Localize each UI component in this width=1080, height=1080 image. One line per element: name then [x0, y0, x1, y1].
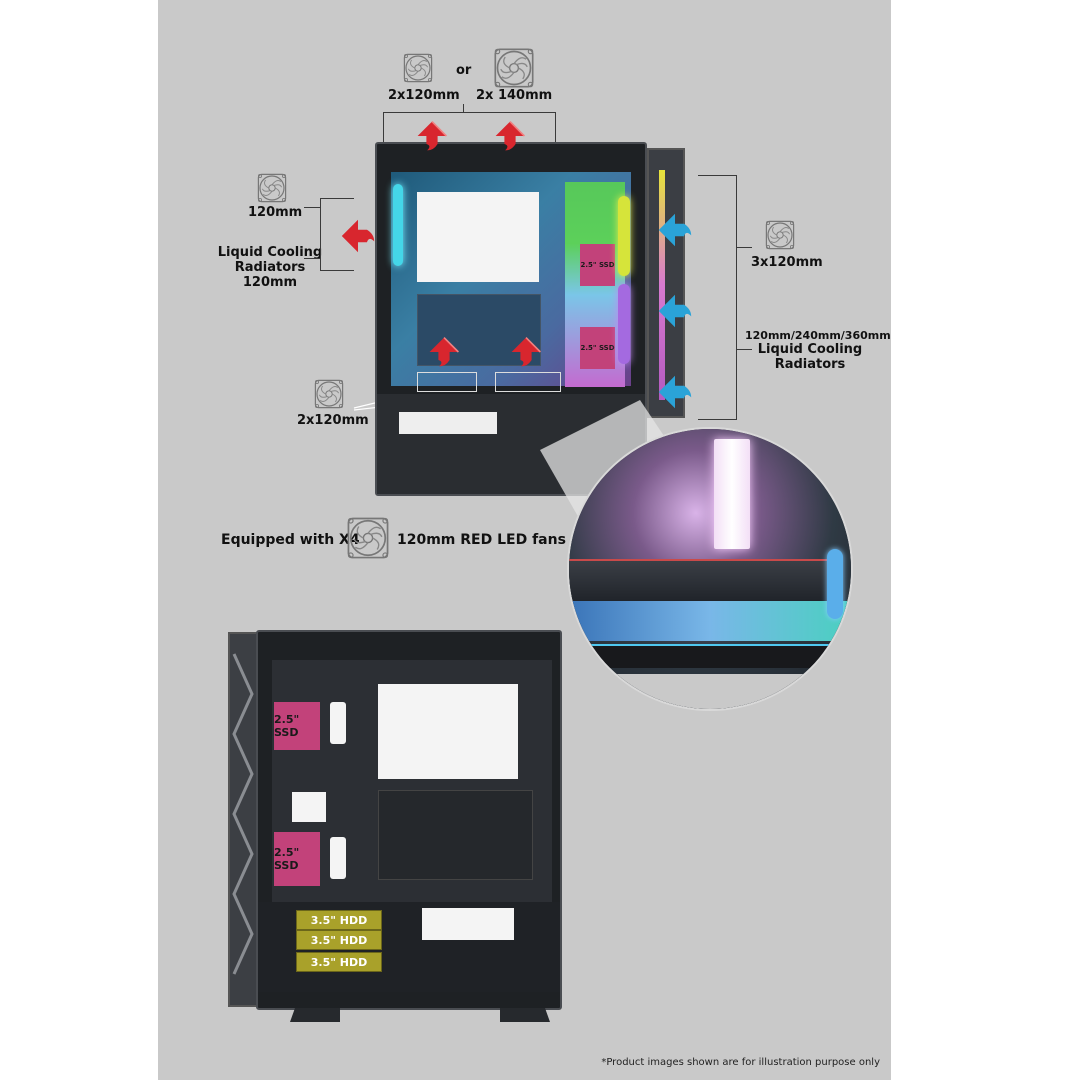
psu-window — [399, 412, 497, 434]
bracket-line — [736, 247, 752, 248]
case-image-front: 2.5" SSD 2.5" SSD — [375, 142, 647, 496]
cable-cutout — [292, 792, 326, 822]
bracket-line — [304, 258, 320, 259]
motherboard-cutout — [378, 684, 518, 779]
graphics-card — [569, 559, 829, 601]
front-panel-frame-side — [228, 632, 258, 1007]
ssd-slot: 2.5" SSD — [580, 244, 615, 286]
rear-radiator-line3: 120mm — [242, 274, 298, 290]
front-panel-rgb-strip — [659, 170, 665, 400]
ssd-slot: 2.5" SSD — [580, 327, 615, 369]
equipped-suffix: 120mm RED LED fans — [397, 532, 566, 548]
bottom-fans — [589, 644, 829, 668]
fan-icon — [492, 46, 536, 90]
front-fan-rgb — [618, 196, 630, 276]
fan-icon — [764, 219, 796, 251]
exhaust-arrow-icon — [428, 336, 460, 368]
front-radiator-line2: Radiators — [774, 356, 846, 372]
cpu-cutout — [417, 294, 541, 366]
fan-icon — [402, 52, 434, 84]
exhaust-arrow-icon — [494, 120, 526, 152]
case-foot — [290, 1008, 340, 1022]
or-label: or — [456, 63, 472, 78]
bottom-fan-slot — [417, 372, 477, 392]
intake-arrow-icon — [657, 293, 693, 329]
front-radiator-line1: Liquid Cooling — [757, 342, 863, 357]
bracket-line — [320, 198, 321, 270]
top-fans-140-label: 2x 140mm — [476, 88, 553, 103]
top-fans-120-label: 2x120mm — [388, 88, 460, 103]
rear-fan-label: 120mm — [248, 205, 303, 220]
motherboard-cutout — [417, 192, 539, 282]
bracket-line — [383, 112, 384, 142]
intake-arrow-icon — [657, 212, 693, 248]
case-foot — [500, 1008, 550, 1022]
hdd-slot: 3.5" HDD — [296, 952, 382, 972]
rear-radiator-line1: Liquid Cooling — [217, 245, 323, 260]
fan-icon — [345, 515, 391, 561]
bracket-line — [320, 198, 354, 199]
bracket-line — [736, 175, 737, 420]
rear-radiator-line2: Radiators — [234, 259, 306, 275]
footnote: *Product images shown are for illustrati… — [601, 1057, 880, 1068]
front-fans-label: 3x120mm — [751, 255, 823, 270]
exhaust-arrow-icon — [416, 120, 448, 152]
bracket-line — [463, 104, 464, 112]
bracket-line — [698, 419, 736, 420]
rear-exhaust-arrow-icon — [340, 218, 376, 254]
bracket-line — [320, 270, 354, 271]
motherboard-lower — [569, 601, 851, 641]
case-image-back: 2.5" SSD 2.5" SSD 3.5" HDD 3.5" HDD 3.5"… — [256, 630, 562, 1010]
equipped-prefix: Equipped with X4 — [221, 532, 360, 548]
cable-cutout — [330, 702, 346, 744]
bracket-line — [698, 175, 736, 176]
bracket-line — [383, 112, 556, 113]
bracket-line — [736, 349, 752, 350]
bottom-fan-slot — [495, 372, 561, 392]
photo-bottom — [569, 674, 851, 709]
ssd-slot: 2.5" SSD — [274, 832, 320, 886]
front-radiator-sizes: 120mm/240mm/360mm — [745, 329, 891, 342]
front-fan-glow — [827, 549, 843, 619]
bracket-line — [555, 112, 556, 142]
exhaust-arrow-icon — [510, 336, 542, 368]
magnified-build-photo — [567, 427, 853, 711]
front-radiator-label: Liquid Cooling Radiators — [745, 342, 875, 373]
ssd-slot: 2.5" SSD — [274, 702, 320, 750]
front-fan-rgb — [618, 284, 630, 364]
frame-pattern — [232, 653, 254, 975]
hdd-slot: 3.5" HDD — [296, 930, 382, 950]
cpu-cutout — [378, 790, 533, 880]
front-panel-frame — [647, 148, 685, 418]
bottom-fans-label: 2x120mm — [297, 413, 369, 428]
bracket-line — [304, 207, 320, 208]
rear-radiator-label: Liquid Cooling Radiators 120mm — [200, 245, 340, 291]
hdd-slot: 3.5" HDD — [296, 910, 382, 930]
cable-cutout — [330, 837, 346, 879]
fan-icon — [256, 172, 288, 204]
rear-fan-rgb — [393, 184, 403, 266]
psu-window — [422, 908, 514, 940]
ram-sticks — [714, 439, 750, 549]
